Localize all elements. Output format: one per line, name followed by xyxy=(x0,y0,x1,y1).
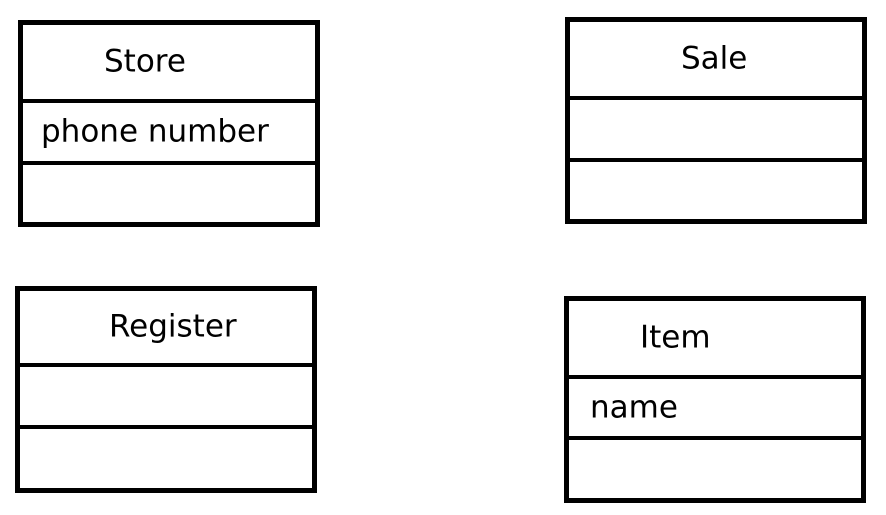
attribute-phone-number: phone number xyxy=(41,113,269,150)
class-name-item: Item xyxy=(640,319,711,356)
operation-compartment xyxy=(20,429,312,488)
class-box-register: Register xyxy=(15,286,317,493)
attribute-compartment xyxy=(20,367,312,429)
attribute-compartment: name xyxy=(569,379,861,440)
operation-compartment xyxy=(570,162,862,219)
class-box-store: Store phone number xyxy=(18,20,320,227)
attribute-compartment: phone number xyxy=(23,103,315,165)
operation-compartment xyxy=(569,440,861,498)
attribute-name: name xyxy=(590,389,678,425)
operation-compartment xyxy=(23,165,315,222)
class-box-sale: Sale xyxy=(565,17,867,224)
class-name-sale: Sale xyxy=(681,40,748,77)
name-compartment: Sale xyxy=(570,22,862,100)
name-compartment: Item xyxy=(569,301,861,379)
name-compartment: Register xyxy=(20,291,312,367)
class-name-store: Store xyxy=(104,43,186,80)
attribute-compartment xyxy=(570,100,862,162)
name-compartment: Store xyxy=(23,25,315,103)
class-box-item: Item name xyxy=(564,296,866,503)
class-name-register: Register xyxy=(109,308,237,345)
